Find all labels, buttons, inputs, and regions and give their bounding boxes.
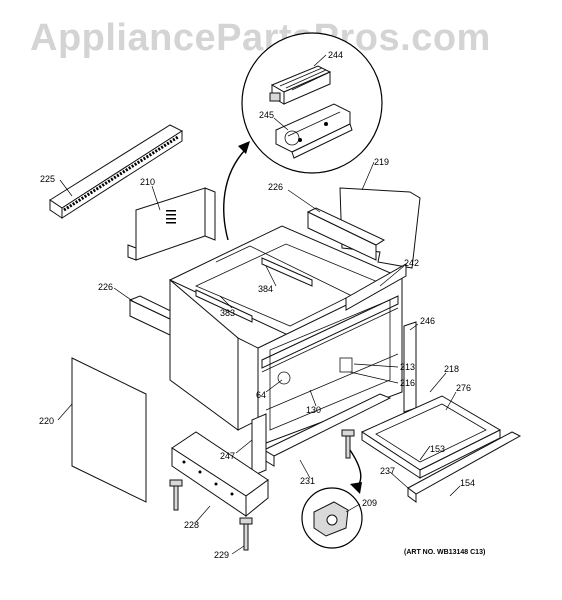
part-225-trim bbox=[49, 124, 184, 219]
callout-231: 231 bbox=[300, 476, 315, 486]
art-number: (ART NO. WB13148 C13) bbox=[404, 549, 485, 556]
callout-64: 64 bbox=[256, 390, 266, 400]
callout-220: 220 bbox=[39, 416, 54, 426]
callout-154: 154 bbox=[460, 478, 475, 488]
callout-242: 242 bbox=[404, 258, 419, 268]
callout-229: 229 bbox=[214, 550, 229, 560]
callout-226-rear: 226 bbox=[268, 182, 283, 192]
callout-216: 216 bbox=[400, 378, 415, 388]
callout-218: 218 bbox=[444, 364, 459, 374]
callout-130: 130 bbox=[306, 405, 321, 415]
callout-219: 219 bbox=[374, 157, 389, 167]
part-220-side-panel bbox=[71, 357, 147, 503]
range-chassis bbox=[168, 225, 407, 447]
callout-213: 213 bbox=[400, 362, 415, 372]
leader-lines bbox=[57, 54, 461, 555]
part-210-panel bbox=[127, 187, 216, 261]
callout-209: 209 bbox=[362, 498, 377, 508]
callout-153: 153 bbox=[430, 444, 445, 454]
part-276-drawer bbox=[360, 395, 502, 479]
detail-circle-top bbox=[241, 32, 383, 174]
callout-383: 383 bbox=[220, 308, 235, 318]
callout-labels: 244 245 225 210 219 226 226 242 384 383 … bbox=[39, 50, 475, 560]
callout-276: 276 bbox=[456, 383, 471, 393]
callout-245: 245 bbox=[259, 110, 274, 120]
detail-arrow bbox=[223, 149, 246, 241]
callout-210: 210 bbox=[140, 177, 155, 187]
watermark: AppliancePartsPros.com bbox=[30, 17, 491, 59]
callout-226-front: 226 bbox=[98, 282, 113, 292]
callout-244: 244 bbox=[328, 50, 343, 60]
callout-237: 237 bbox=[380, 466, 395, 476]
callout-228: 228 bbox=[184, 520, 199, 530]
callout-246: 246 bbox=[420, 316, 435, 326]
leveling-legs bbox=[169, 429, 355, 551]
callout-225: 225 bbox=[40, 174, 55, 184]
part-228-base bbox=[171, 431, 269, 518]
detail-circle-bottom bbox=[301, 487, 363, 549]
callout-384: 384 bbox=[258, 284, 273, 294]
callout-247: 247 bbox=[220, 451, 235, 461]
